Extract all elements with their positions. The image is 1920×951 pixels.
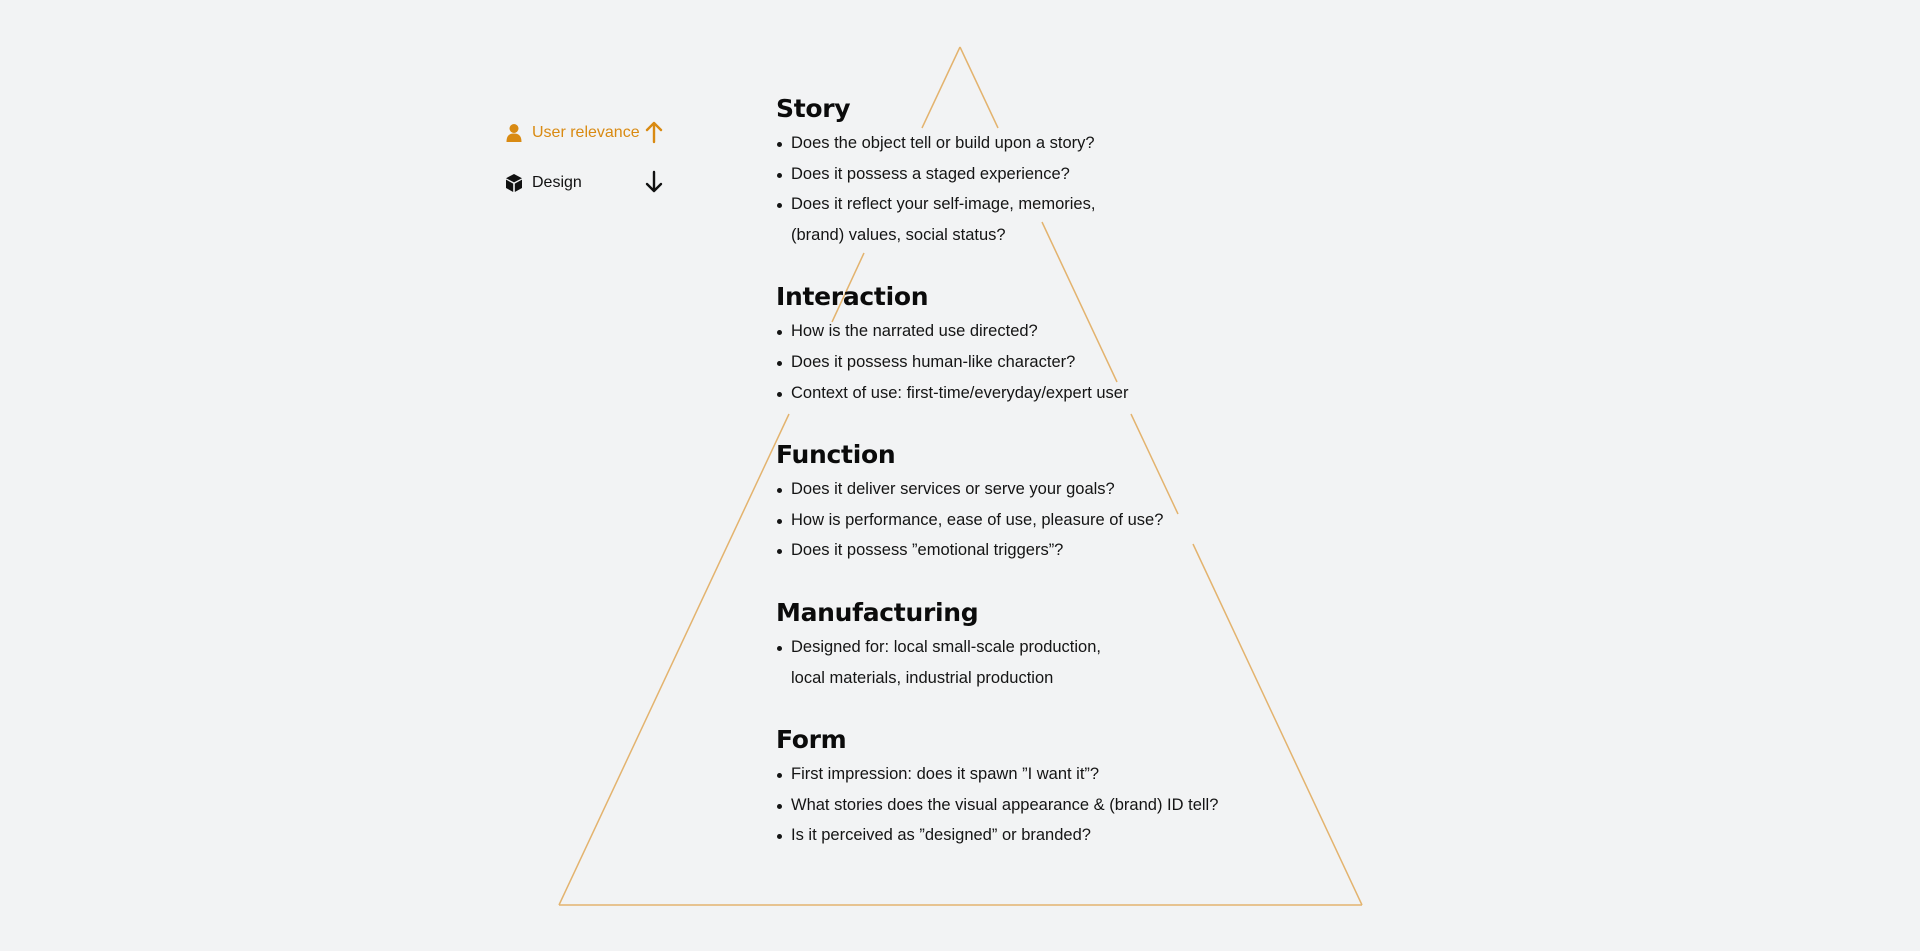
bullet-text: Does it possess ”emotional triggers”? (791, 541, 1064, 560)
bullet-item: Does it reflect your self-image, memorie… (776, 189, 1296, 250)
bullet-text: Does it deliver services or serve your g… (791, 480, 1115, 499)
bullet-text: Designed for: local small-scale producti… (791, 637, 1101, 656)
arrow-up-icon (645, 120, 663, 144)
bullet-text: How is the narrated use directed? (791, 322, 1038, 341)
section-form: Form First impression: does it spawn ”I … (776, 723, 1296, 851)
bullet-list: How is the narrated use directed? Does i… (776, 316, 1296, 408)
bullet-item: How is the narrated use directed? (776, 316, 1296, 347)
bullet-text: Context of use: first-time/everyday/expe… (791, 383, 1129, 402)
bullet-text-continued: local materials, industrial production (791, 668, 1054, 687)
bullet-item: Is it perceived as ”designed” or branded… (776, 820, 1296, 851)
bullet-text: Is it perceived as ”designed” or branded… (791, 826, 1091, 845)
bullet-item: Does it possess human-like character? (776, 347, 1296, 378)
bullet-text: Does it possess human-like character? (791, 352, 1076, 371)
bullet-text: First impression: does it spawn ”I want … (791, 765, 1100, 784)
pyramid-edge (959, 46, 999, 129)
bullet-text: Does it reflect your self-image, memorie… (791, 195, 1096, 214)
bullet-text: Does the object tell or build upon a sto… (791, 134, 1095, 152)
section-title: Story (776, 94, 851, 123)
section-function: Function Does it deliver services or ser… (776, 438, 1296, 566)
bullet-item: Designed for: local small-scale producti… (776, 632, 1296, 693)
section-interaction: Interaction How is the narrated use dire… (776, 280, 1296, 408)
section-title: Function (776, 440, 896, 470)
pyramid-edge (1192, 543, 1363, 906)
bullet-text: How is performance, ease of use, pleasur… (791, 510, 1164, 529)
arrow-down-icon (645, 170, 663, 194)
pyramid-edge (1041, 221, 1118, 383)
section-title: Form (776, 725, 847, 755)
person-icon (505, 123, 523, 143)
bullet-list: Does the object tell or build upon a sto… (776, 128, 1296, 250)
bullet-list: First impression: does it spawn ”I want … (776, 759, 1296, 851)
bullet-item: Context of use: first-time/everyday/expe… (776, 378, 1296, 409)
bullet-item: Does it deliver services or serve your g… (776, 474, 1296, 505)
legend: User relevance Design (505, 108, 665, 208)
pyramid-edge (558, 413, 790, 906)
bullet-list: Does it deliver services or serve your g… (776, 474, 1296, 566)
section-title: Manufacturing (776, 597, 979, 627)
legend-design-label: Design (532, 174, 582, 191)
pyramid-edge (1130, 413, 1179, 515)
pyramid-edge (831, 252, 865, 323)
legend-user-relevance: User relevance (505, 108, 665, 158)
cube-icon (505, 173, 523, 193)
bullet-text: Does it possess a staged experience? (791, 164, 1070, 183)
bullet-text: What stories does the visual appearance … (791, 795, 1219, 814)
bullet-item: Does it possess a staged experience? (776, 159, 1296, 190)
pyramid-edge (921, 46, 961, 129)
section-manufacturing: Manufacturing Designed for: local small-… (776, 596, 1296, 693)
legend-user-relevance-label: User relevance (532, 124, 640, 141)
bullet-list: Designed for: local small-scale producti… (776, 632, 1296, 693)
bullet-item: Does the object tell or build upon a sto… (776, 128, 1296, 159)
bullet-item: Does it possess ”emotional triggers”? (776, 535, 1296, 566)
section-title: Interaction (776, 282, 929, 312)
legend-design: Design (505, 158, 665, 208)
bullet-item: First impression: does it spawn ”I want … (776, 759, 1296, 790)
pyramid-content: Story Does the object tell or build upon… (776, 92, 1296, 881)
bullet-item: What stories does the visual appearance … (776, 790, 1296, 821)
bullet-item: How is performance, ease of use, pleasur… (776, 505, 1296, 536)
section-story: Story Does the object tell or build upon… (776, 92, 1296, 250)
bullet-text-continued: (brand) values, social status? (791, 225, 1006, 244)
